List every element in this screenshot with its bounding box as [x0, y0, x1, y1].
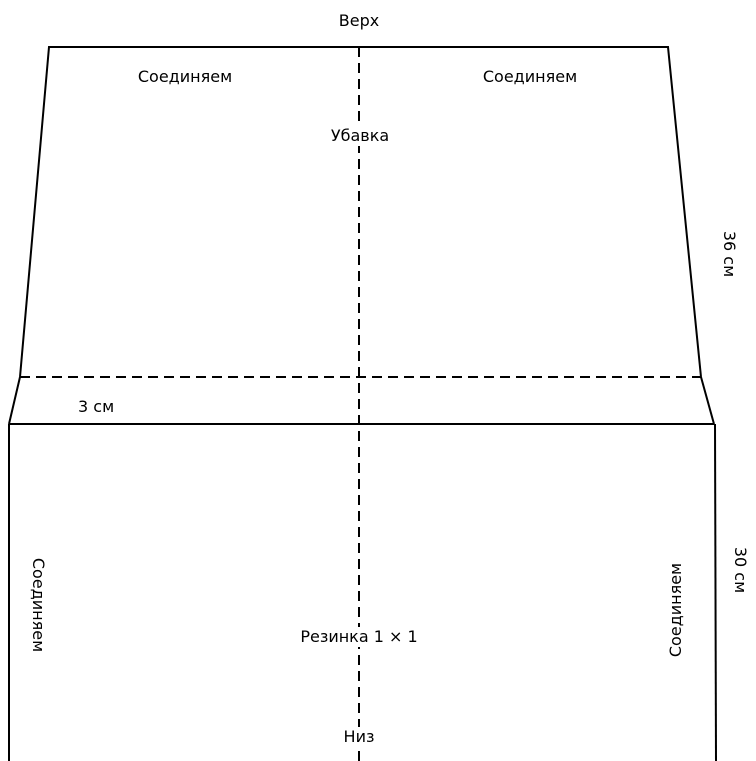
ribbing-right-edge: [714, 423, 717, 761]
label-bottom: Низ: [341, 727, 377, 747]
label-join-top-left: Соединяем: [137, 67, 233, 86]
label-decrease: Убавка: [328, 126, 392, 146]
band-left-edge: [8, 376, 21, 425]
band-right-edge: [700, 376, 715, 425]
top-section-outline: [19, 46, 702, 378]
label-join-right: Соединяем: [666, 562, 685, 658]
label-top: Верх: [338, 11, 380, 30]
label-ribbing: Резинка 1 × 1: [298, 627, 420, 647]
label-join-top-right: Соединяем: [482, 67, 578, 86]
label-band-height: 3 см: [78, 397, 115, 416]
label-join-left: Соединяем: [29, 557, 48, 653]
label-height-bottom: 30 см: [731, 546, 750, 594]
label-height-top: 36 см: [720, 230, 739, 278]
